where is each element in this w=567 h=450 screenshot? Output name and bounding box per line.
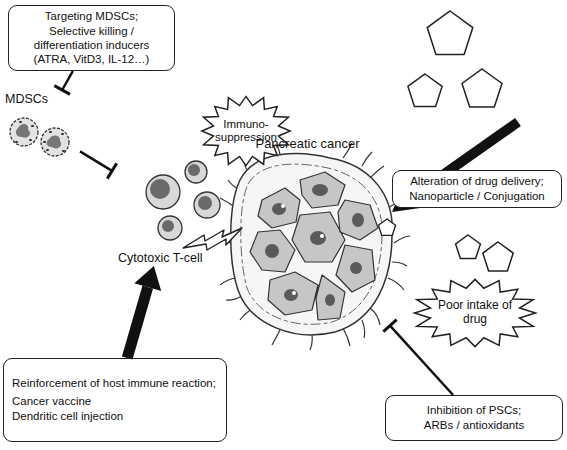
box-heading: Inhibition of PSCs; (392, 403, 556, 417)
cancer-cells (250, 172, 378, 320)
cell-nucleus (284, 289, 298, 301)
nucleolus (292, 291, 296, 295)
drug-pentagon (483, 242, 513, 271)
cell-nucleus (272, 203, 286, 215)
cell-nucleus (310, 231, 326, 245)
t-cell (194, 192, 220, 218)
drug-pentagon (427, 11, 473, 54)
intervention-box: Alteration of drug delivery;Nanoparticle… (392, 170, 562, 208)
box-text: Selective killing / differentiation indu… (15, 24, 168, 66)
box-text: Dendritic cell injection (12, 409, 220, 423)
burst-text: Poor intake of drug (437, 299, 513, 327)
cell-nucleus (352, 213, 364, 227)
t-cell (146, 175, 180, 209)
stroma-layer (241, 164, 382, 324)
starburst-shape (202, 96, 290, 165)
arrowhead (134, 266, 161, 291)
inhibition-bar (383, 320, 396, 332)
connector-line (62, 71, 73, 90)
inhibit-connector (80, 151, 117, 178)
granules (16, 122, 64, 151)
mdsc-nucleus (47, 135, 62, 148)
box-text: Nanoparticle / Conjugation (399, 189, 555, 203)
connector-line (127, 287, 148, 358)
cell-nucleus (312, 184, 328, 196)
cell-group: MDSCs (2, 90, 80, 165)
t-cell-nucleus (162, 220, 174, 232)
tumor-label: Pancreatic cancer (225, 136, 390, 151)
cell-nucleus (325, 294, 335, 306)
promote-arrow (127, 266, 161, 358)
t-cell-nucleus (188, 164, 200, 176)
box-heading: Targeting MDSCs; (15, 9, 168, 23)
nucleolus (320, 234, 324, 238)
box-text: Cancer vaccine (12, 394, 220, 408)
connector-line (390, 326, 453, 395)
cell-group-label: MDSCs (5, 92, 48, 106)
drug-pentagon (378, 219, 395, 235)
t-cell (158, 216, 182, 240)
stroma-spikes (214, 142, 410, 350)
t-cell (185, 161, 207, 183)
tumor-group: Pancreatic cancer (225, 135, 390, 335)
tumor-outline (231, 153, 393, 334)
t-cell-nucleus (150, 179, 170, 199)
inhibit-connector (383, 320, 453, 395)
intervention-box: Reinforcement of host immune reaction; Ca… (3, 358, 227, 442)
mdsc-nucleus (16, 124, 30, 138)
inhibition-bar (54, 86, 70, 95)
t-cell-nucleus (198, 196, 212, 210)
starburst-shape (415, 279, 536, 346)
drug-pentagon (456, 235, 481, 259)
cell-nucleus (265, 244, 279, 258)
drug-pentagon (408, 74, 442, 107)
drug-pentagon (462, 69, 502, 107)
intervention-box: Targeting MDSCs;Selective killing / diff… (8, 5, 175, 71)
cell-nucleus (350, 262, 362, 274)
cell-group: Cytotoxic T-cell (112, 148, 230, 266)
intervention-box: Inhibition of PSCs;ARBs / antioxidants (385, 395, 563, 441)
mdsc-cell (10, 118, 38, 146)
cell-group-label: Cytotoxic T-cell (118, 251, 203, 265)
nucleolus (281, 204, 285, 208)
effect-starburst: Immuno-suppression (200, 95, 292, 167)
effect-starburst: Poor intake of drug (412, 278, 538, 348)
connector-line (80, 151, 112, 171)
box-heading: Alteration of drug delivery; (399, 174, 555, 188)
attack-lightning (183, 228, 242, 250)
inhibit-connector (54, 71, 73, 94)
box-heading: Reinforcement of host immune reaction; (12, 376, 220, 390)
inhibition-bar (107, 163, 116, 178)
box-text: ARBs / antioxidants (392, 418, 556, 432)
